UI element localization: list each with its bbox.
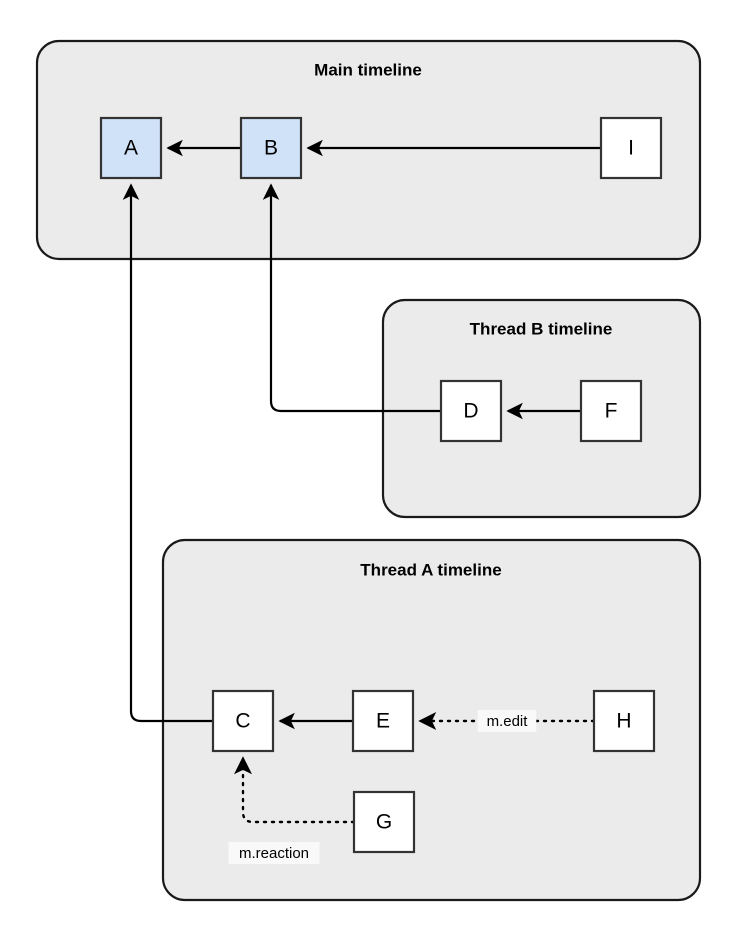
timeline-group-box-thread_b xyxy=(381,298,702,519)
event-node-label-I: I xyxy=(628,137,634,160)
event-node-F[interactable]: F xyxy=(579,379,643,443)
event-node-label-H: H xyxy=(616,710,631,733)
edge-label-h-to-e: m.edit xyxy=(487,713,529,730)
event-node-box-G[interactable] xyxy=(352,790,416,854)
event-node-label-G: G xyxy=(376,811,392,834)
event-node-box-E[interactable] xyxy=(351,689,415,753)
edge-c-to-a xyxy=(122,183,213,723)
event-node-box-H[interactable] xyxy=(592,689,656,753)
timeline-group-title-main: Main timeline xyxy=(314,60,422,79)
event-node-label-A: A xyxy=(124,137,138,160)
edge-d-to-b xyxy=(262,183,441,413)
event-node-box-F[interactable] xyxy=(579,379,643,443)
event-node-label-B: B xyxy=(264,137,278,160)
timeline-group-thread_b: Thread B timeline xyxy=(381,298,702,519)
event-node-E[interactable]: E xyxy=(351,689,415,753)
timeline-group-title-thread_b: Thread B timeline xyxy=(470,319,613,338)
timeline-group-title-thread_a: Thread A timeline xyxy=(360,560,501,579)
event-node-box-C[interactable] xyxy=(211,689,275,753)
event-node-box-B[interactable] xyxy=(239,116,303,180)
event-node-A[interactable]: A xyxy=(99,116,163,180)
edge-labels: m.edit m.reaction xyxy=(228,710,537,864)
edge-label-bg-g-to-c xyxy=(228,842,320,864)
event-node-I[interactable]: I xyxy=(599,116,663,180)
event-node-box-I[interactable] xyxy=(599,116,663,180)
event-node-label-C: C xyxy=(235,710,250,733)
event-node-label-E: E xyxy=(376,710,390,733)
event-nodes: A B I D F C E H G xyxy=(99,116,663,854)
timeline-group-main: Main timeline xyxy=(35,39,702,261)
event-node-box-D[interactable] xyxy=(439,379,503,443)
event-node-C[interactable]: C xyxy=(211,689,275,753)
event-node-box-A[interactable] xyxy=(99,116,163,180)
event-node-D[interactable]: D xyxy=(439,379,503,443)
event-node-H[interactable]: H xyxy=(592,689,656,753)
edge-label-g-to-c: m.reaction xyxy=(239,845,309,862)
event-node-label-D: D xyxy=(463,400,478,423)
timeline-group-box-main xyxy=(35,39,702,261)
event-node-B[interactable]: B xyxy=(239,116,303,180)
event-node-label-F: F xyxy=(605,400,618,423)
event-node-G[interactable]: G xyxy=(352,790,416,854)
edge-label-bg-h-to-e xyxy=(477,710,537,732)
